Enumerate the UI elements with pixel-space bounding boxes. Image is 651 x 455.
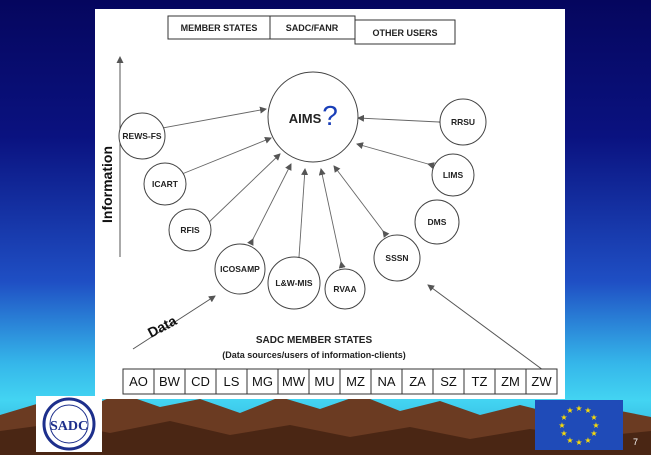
sadc-logo: SADC: [36, 396, 102, 452]
node-rfis: RFIS: [168, 208, 212, 252]
country-box-ao: AO: [122, 368, 155, 395]
svg-text:AIMS: AIMS: [289, 111, 322, 126]
svg-text:CD: CD: [191, 374, 210, 389]
country-box-ls: LS: [215, 368, 248, 395]
data-axis-arrow: [132, 295, 216, 350]
svg-text:★: ★: [560, 429, 567, 438]
member-states-subtitle: (Data sources/users of information-clien…: [222, 350, 406, 360]
svg-text:★: ★: [592, 421, 599, 430]
node-rews-fs: REWS-FS: [118, 112, 166, 160]
svg-text:RFIS: RFIS: [180, 225, 200, 235]
node-dms: DMS: [414, 199, 460, 245]
svg-text:SADC: SADC: [50, 419, 88, 434]
svg-text:NA: NA: [377, 374, 395, 389]
country-box-mg: MG: [246, 368, 279, 395]
svg-text:★: ★: [558, 421, 565, 430]
country-box-sz: SZ: [432, 368, 465, 395]
svg-text:LS: LS: [224, 374, 240, 389]
svg-text:ICOSAMP: ICOSAMP: [220, 264, 260, 274]
svg-text:RRSU: RRSU: [451, 117, 475, 127]
svg-text:ZM: ZM: [501, 374, 520, 389]
svg-text:REWS-FS: REWS-FS: [122, 131, 162, 141]
diagram-panel: MEMBER STATES SADC/FANR OTHER USERS Info…: [95, 9, 565, 399]
svg-text:★: ★: [566, 406, 573, 415]
svg-text:BW: BW: [159, 374, 181, 389]
svg-text:MW: MW: [282, 374, 306, 389]
country-box-tz: TZ: [463, 368, 496, 395]
svg-text:?: ?: [322, 100, 338, 131]
node-lw-mis: L&W-MIS: [267, 256, 321, 310]
svg-text:★: ★: [575, 404, 582, 413]
svg-text:MG: MG: [252, 374, 273, 389]
connection-arrows: [150, 106, 446, 269]
svg-text:★: ★: [584, 436, 591, 445]
svg-text:ZW: ZW: [531, 374, 552, 389]
svg-text:RVAA: RVAA: [333, 284, 356, 294]
svg-text:ICART: ICART: [152, 179, 179, 189]
svg-text:★: ★: [560, 413, 567, 422]
member-states-to-sssn-arrow: [427, 284, 544, 371]
country-row: AO BW CD LS MG MW MU MZ NA ZA SZ TZ ZM Z…: [122, 368, 558, 395]
svg-text:★: ★: [590, 429, 597, 438]
svg-text:MU: MU: [314, 374, 334, 389]
node-rvaa: RVAA: [324, 268, 366, 310]
country-box-mz: MZ: [339, 368, 372, 395]
svg-text:MZ: MZ: [346, 374, 365, 389]
country-box-zw: ZW: [525, 368, 558, 395]
svg-text:★: ★: [590, 413, 597, 422]
country-box-za: ZA: [401, 368, 434, 395]
page-number: 7: [633, 437, 639, 447]
country-box-bw: BW: [153, 368, 186, 395]
aims-diagram: MEMBER STATES SADC/FANR OTHER USERS Info…: [99, 15, 558, 395]
aims-node: AIMS ?: [267, 71, 359, 163]
eu-flag-icon: ★ ★ ★ ★ ★ ★ ★ ★ ★ ★ ★ ★: [535, 400, 623, 450]
svg-text:OTHER USERS: OTHER USERS: [372, 28, 437, 38]
mountain-banner: [0, 393, 651, 455]
country-box-mw: MW: [277, 368, 310, 395]
country-box-na: NA: [370, 368, 403, 395]
country-box-cd: CD: [184, 368, 217, 395]
node-icosamp: ICOSAMP: [214, 243, 266, 295]
svg-text:★: ★: [575, 438, 582, 447]
node-rrsu: RRSU: [439, 98, 487, 146]
top-box-other-users: OTHER USERS: [354, 19, 456, 45]
node-lims: LIMS: [431, 153, 475, 197]
country-box-mu: MU: [308, 368, 341, 395]
svg-text:★: ★: [566, 436, 573, 445]
svg-text:LIMS: LIMS: [443, 170, 464, 180]
svg-text:AO: AO: [129, 374, 148, 389]
svg-text:SSSN: SSSN: [385, 253, 408, 263]
member-states-title: SADC MEMBER STATES: [256, 335, 373, 346]
node-sssn: SSSN: [373, 234, 421, 282]
svg-text:TZ: TZ: [472, 374, 488, 389]
information-axis-label: Information: [99, 146, 115, 223]
svg-text:ZA: ZA: [409, 374, 426, 389]
svg-text:★: ★: [584, 406, 591, 415]
top-box-sadc-fanr: SADC/FANR: [269, 15, 356, 40]
data-axis-label: Data: [145, 312, 179, 340]
svg-text:MEMBER STATES: MEMBER STATES: [181, 23, 258, 33]
svg-text:SADC/FANR: SADC/FANR: [286, 23, 339, 33]
country-box-zm: ZM: [494, 368, 527, 395]
top-box-member-states: MEMBER STATES: [167, 15, 271, 40]
svg-text:L&W-MIS: L&W-MIS: [275, 278, 312, 288]
svg-text:SZ: SZ: [440, 374, 457, 389]
node-icart: ICART: [143, 162, 187, 206]
svg-text:DMS: DMS: [428, 217, 447, 227]
